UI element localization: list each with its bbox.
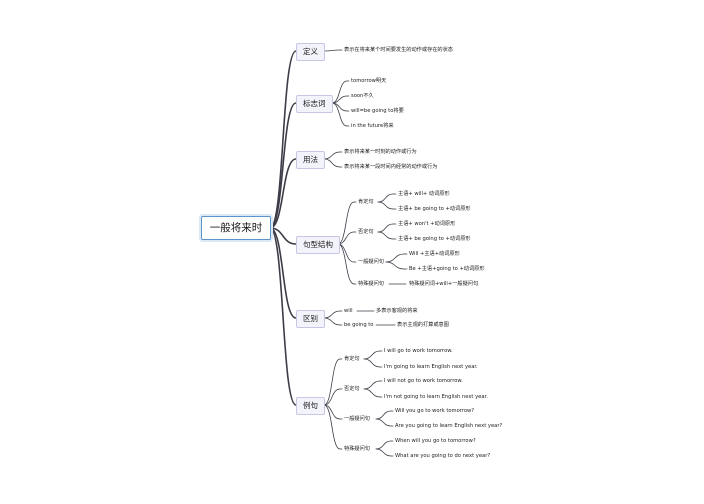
examples-special-connector: [375, 440, 392, 450]
example-yesno-item[interactable]: Are you going to learn English next year…: [395, 423, 503, 429]
structure-negative-connector: [377, 223, 394, 233]
example-yesno-label[interactable]: 一般疑问句: [344, 416, 370, 422]
example-affirmative-label[interactable]: 肯定句: [344, 356, 360, 362]
examples-yesno-connector: [375, 410, 392, 420]
examples-connector: [323, 404, 341, 420]
definition-connector: [323, 49, 341, 52]
branch-markers[interactable]: 标志词: [296, 95, 333, 113]
marker-item[interactable]: soon不久: [351, 93, 374, 99]
example-affirmative-item[interactable]: I'm going to learn English next year.: [384, 364, 478, 370]
structure-negative-label[interactable]: 否定句: [358, 229, 374, 235]
structure-special-item[interactable]: 特殊疑问词+will+一般疑问句: [409, 281, 479, 287]
difference-will-label[interactable]: will: [344, 308, 353, 314]
example-affirmative-item[interactable]: I will go to work tomorrow.: [384, 348, 453, 354]
difference-connector: [323, 317, 341, 326]
structure-negative-connector: [377, 231, 394, 240]
example-negative-item[interactable]: I'm not going to learn English next year…: [384, 394, 488, 400]
example-special-label[interactable]: 特殊疑问句: [344, 446, 370, 452]
structure-yesno-connector: [385, 261, 405, 270]
structure-special-label[interactable]: 特殊疑问句: [358, 281, 384, 287]
branch-usage[interactable]: 用法: [296, 151, 325, 169]
structure-negative-item[interactable]: 主语+ be going to +动词原形: [398, 236, 471, 242]
difference-begoingto-label[interactable]: be going to: [344, 322, 374, 328]
markers-connector: [331, 102, 348, 112]
examples-affirmative-connector: [363, 358, 381, 368]
root-branch-connector: [269, 227, 297, 245]
example-negative-item[interactable]: I will not go to work tomorrow.: [384, 378, 463, 384]
difference-will-item[interactable]: 多表示客观的将来: [376, 308, 418, 314]
examples-affirmative-connector: [363, 350, 381, 360]
structure-affirmative-item[interactable]: 主语+ will+ 动词原形: [398, 191, 450, 197]
structure-yesno-item[interactable]: Be +主语+going to +动词原形: [409, 266, 485, 272]
root-node[interactable]: 一般将来时: [201, 216, 271, 240]
examples-connector: [323, 388, 341, 406]
structure-yesno-item[interactable]: Will +主语+动词原形: [409, 251, 460, 257]
usage-item[interactable]: 表示将来某一时刻的动作或行为: [344, 149, 417, 155]
structure-connector: [337, 243, 355, 285]
root-branch-connector: [269, 158, 297, 229]
example-special-item[interactable]: What are you going to do next year?: [395, 453, 491, 459]
branch-examples[interactable]: 例句: [296, 397, 325, 415]
examples-negative-connector: [363, 388, 381, 398]
structure-affirmative-item[interactable]: 主语+ be going to +动词原形: [398, 206, 471, 212]
structure-affirmative-connector: [377, 193, 394, 203]
root-branch-connector: [269, 227, 297, 406]
structure-negative-item[interactable]: 主语+ won't +动词原形: [398, 221, 456, 227]
examples-connector: [323, 358, 341, 406]
example-special-item[interactable]: When will you go to tomorrow?: [395, 438, 476, 444]
branch-structure[interactable]: 句型结构: [296, 236, 340, 254]
root-branch-connector: [269, 102, 297, 229]
definition-item[interactable]: 表示在将来某个时间要发生的动作或存在的状态: [344, 47, 453, 53]
structure-connector: [337, 243, 355, 263]
examples-special-connector: [375, 448, 392, 457]
examples-negative-connector: [363, 380, 381, 390]
structure-yesno-label[interactable]: 一般疑问句: [358, 259, 384, 265]
branch-difference[interactable]: 区别: [296, 310, 325, 328]
marker-item[interactable]: tomorrow明天: [351, 78, 387, 84]
marker-item[interactable]: in the future将来: [351, 123, 394, 129]
markers-connector: [331, 80, 348, 104]
usage-connector: [323, 151, 341, 160]
structure-affirmative-connector: [377, 201, 394, 210]
usage-item[interactable]: 表示将来某一段时间内经常的动作或行为: [344, 164, 438, 170]
difference-connector: [323, 310, 341, 319]
markers-connector: [331, 102, 348, 127]
difference-begoingto-item[interactable]: 表示主观的打算或意图: [397, 322, 449, 328]
root-branch-connector: [269, 50, 297, 229]
structure-yesno-connector: [385, 253, 405, 263]
structure-affirmative-label[interactable]: 肯定句: [358, 199, 374, 205]
marker-item[interactable]: will=be going to将要: [351, 108, 404, 114]
example-negative-label[interactable]: 否定句: [344, 386, 360, 392]
example-yesno-item[interactable]: Will you go to work tomorrow?: [395, 408, 475, 414]
examples-connector: [323, 404, 341, 450]
usage-connector: [323, 158, 341, 168]
root-branch-connector: [269, 227, 297, 319]
examples-yesno-connector: [375, 418, 392, 427]
branch-definition[interactable]: 定义: [296, 43, 325, 61]
